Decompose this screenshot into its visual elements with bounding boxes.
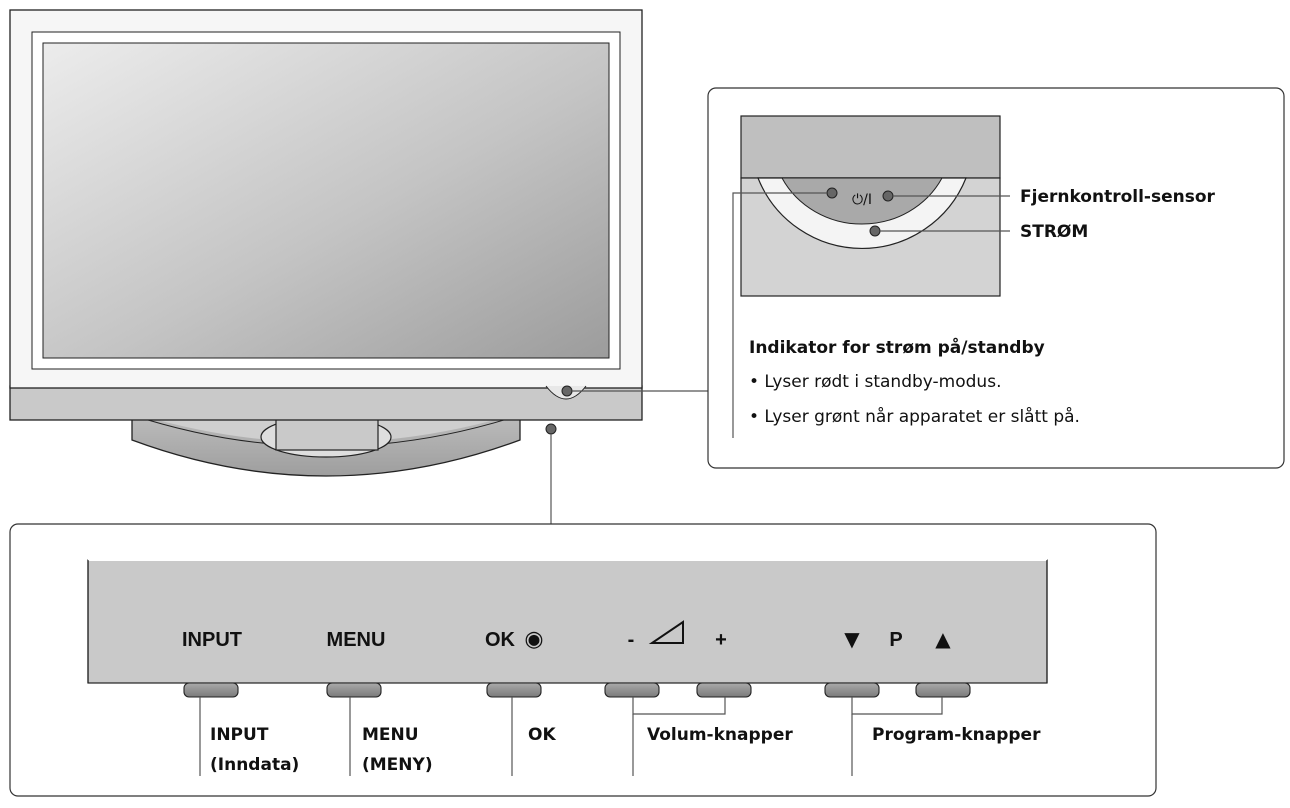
ok-callout: OK — [528, 725, 556, 745]
menu-button[interactable] — [326, 682, 382, 698]
program-p-label: P — [889, 629, 902, 651]
ok-button[interactable] — [486, 682, 542, 698]
power-detail-panel: ⏻/I Fjernkontroll-sensor STRØM Indikator… — [707, 87, 1285, 469]
ok-dot-icon: ◉ — [524, 627, 543, 652]
input-button[interactable] — [183, 682, 239, 698]
volume-plus-label: + — [715, 629, 727, 651]
indicator-item-standby: • Lyser rødt i standby-modus. — [749, 372, 1001, 392]
input-callout-line2: (Inndata) — [210, 755, 299, 775]
program-down-button[interactable] — [824, 682, 880, 698]
remote-sensor-label: Fjernkontroll-sensor — [1020, 187, 1216, 207]
menu-button-label: MENU — [327, 629, 386, 651]
tv-bottom-bar — [9, 385, 643, 421]
tv-illustration — [9, 9, 708, 524]
volume-down-button[interactable] — [604, 682, 660, 698]
program-callout: Program-knapper — [872, 725, 1041, 745]
tv-screen — [42, 42, 610, 359]
volume-up-button[interactable] — [696, 682, 752, 698]
indicator-item-on: • Lyser grønt når apparatet er slått på. — [749, 406, 1080, 427]
button-strip — [87, 559, 1048, 684]
side-button-dot — [545, 423, 557, 435]
power-button-dot — [869, 225, 881, 237]
remote-sensor-dot — [826, 187, 838, 199]
ok-button-label: OK — [485, 629, 516, 651]
menu-callout-line2: (MENY) — [362, 755, 433, 775]
callout-lines — [199, 697, 943, 776]
tv-stand — [131, 414, 521, 477]
volume-minus-label: - — [628, 629, 635, 651]
power-symbol: ⏻/I — [852, 192, 872, 208]
power-indicator-dot — [561, 385, 573, 397]
volume-callout: Volum-knapper — [647, 725, 793, 745]
program-down-icon: ▼ — [844, 627, 860, 651]
menu-callout-line1: MENU — [362, 725, 419, 745]
input-button-label: INPUT — [182, 629, 242, 651]
power-label: STRØM — [1020, 222, 1088, 242]
indicator-title: Indikator for strøm på/standby — [749, 336, 1045, 358]
input-callout-line1: INPUT — [210, 725, 269, 745]
button-detail-panel: INPUT MENU OK ◉ - + ▼ P ▲ INPUT (Inndata… — [9, 523, 1157, 797]
program-up-icon: ▲ — [935, 627, 951, 651]
volume-ramp-icon — [648, 620, 684, 644]
power-led-dot — [882, 190, 894, 202]
program-up-button[interactable] — [915, 682, 971, 698]
